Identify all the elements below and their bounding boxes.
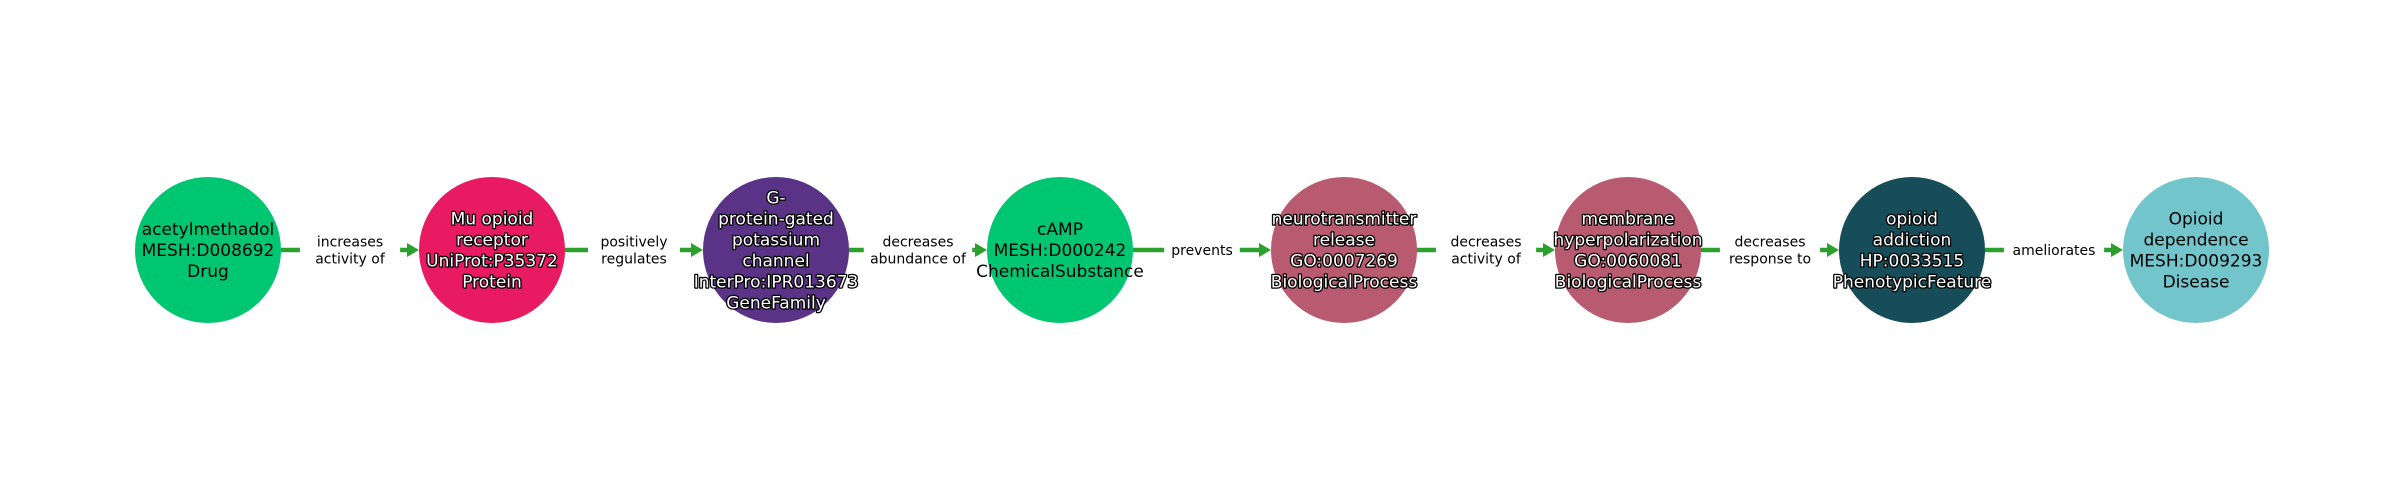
arrowhead-icon	[1259, 243, 1271, 257]
edge-label-bg	[1719, 230, 1821, 270]
edge-label-bg	[588, 230, 680, 270]
node-label: GO:0007269	[1290, 252, 1398, 272]
node-label: InterPro:IPR013673	[694, 273, 859, 293]
node-circle[interactable]	[2123, 177, 2269, 323]
node-label: HP:0033515	[1860, 252, 1964, 272]
node-circle[interactable]	[135, 177, 281, 323]
edge-label-bg	[1164, 238, 1240, 262]
node-label: BiologicalProcess	[1555, 273, 1702, 293]
node-label: cAMP	[1037, 220, 1083, 240]
node-circle[interactable]	[1839, 177, 1985, 323]
node-label: MESH:D000242	[994, 241, 1127, 261]
node-label: opioid	[1886, 210, 1938, 230]
node-label: hyperpolarization	[1553, 231, 1702, 251]
node-circle[interactable]	[419, 177, 565, 323]
node-label: protein-gated	[718, 210, 834, 230]
node-label: neurotransmitter	[1272, 210, 1417, 230]
node-label: potassium	[732, 231, 820, 251]
node-label: G-	[766, 189, 785, 209]
arrowhead-icon	[2111, 243, 2123, 257]
node-circle[interactable]	[703, 177, 849, 323]
edge-label: activity of	[315, 252, 386, 268]
edge-label: response to	[1729, 252, 1811, 268]
edge: prevents	[1133, 238, 1271, 262]
node-label: Protein	[462, 273, 522, 293]
node-label: receptor	[456, 231, 528, 251]
node-label: Mu opioid	[451, 210, 534, 230]
node-label: release	[1313, 231, 1375, 251]
edge-label-bg	[299, 230, 401, 270]
edge-label: abundance of	[870, 252, 967, 268]
edge-label: decreases	[1734, 235, 1805, 251]
edge-label-bg	[2003, 238, 2105, 262]
node-label: acetylmethadol	[142, 220, 274, 240]
edge-label: ameliorates	[2013, 243, 2096, 259]
node-label: BiologicalProcess	[1271, 273, 1418, 293]
node-circle[interactable]	[1555, 177, 1701, 323]
arrowhead-icon	[1543, 243, 1555, 257]
arrowhead-icon	[975, 243, 987, 257]
graph-node[interactable]: G-protein-gatedpotassiumchannelInterPro:…	[692, 177, 860, 323]
graph-node[interactable]: opioidaddictionHP:0033515PhenotypicFeatu…	[1831, 177, 1993, 323]
node-label: Drug	[187, 262, 229, 282]
node-label: MESH:D008692	[142, 241, 275, 261]
node-label: UniProt:P35372	[426, 252, 558, 272]
node-label: MESH:D009293	[2130, 252, 2263, 272]
edge-label: decreases	[1450, 235, 1521, 251]
arrowhead-icon	[1827, 243, 1839, 257]
node-label: dependence	[2143, 231, 2248, 251]
edge-label-bg	[863, 230, 973, 270]
node-label: PhenotypicFeature	[1833, 273, 1992, 293]
arrowhead-icon	[407, 243, 419, 257]
edge-label: increases	[317, 235, 383, 251]
arrowhead-icon	[691, 243, 703, 257]
edge: ameliorates	[1985, 238, 2123, 262]
node-label: Opioid	[2169, 210, 2224, 230]
node-label: Disease	[2163, 273, 2230, 293]
edge-label-bg	[1435, 230, 1537, 270]
edge-label: positively	[600, 235, 667, 251]
edge-label: activity of	[1451, 252, 1522, 268]
node-label: channel	[742, 252, 809, 272]
node-label: addiction	[1873, 231, 1952, 251]
node-label: GO:0060081	[1574, 252, 1682, 272]
graph-node[interactable]: neurotransmitterreleaseGO:0007269Biologi…	[1269, 177, 1419, 323]
graph-node[interactable]: membranehyperpolarizationGO:0060081Biolo…	[1552, 177, 1704, 323]
node-label: GeneFamily	[726, 294, 826, 314]
node-label: ChemicalSubstance	[976, 262, 1144, 282]
edge-label: regulates	[601, 252, 667, 268]
edge-label: decreases	[882, 235, 953, 251]
edge-label: prevents	[1171, 243, 1233, 259]
node-label: membrane	[1581, 210, 1674, 230]
node-circle[interactable]	[987, 177, 1133, 323]
node-circle[interactable]	[1271, 177, 1417, 323]
